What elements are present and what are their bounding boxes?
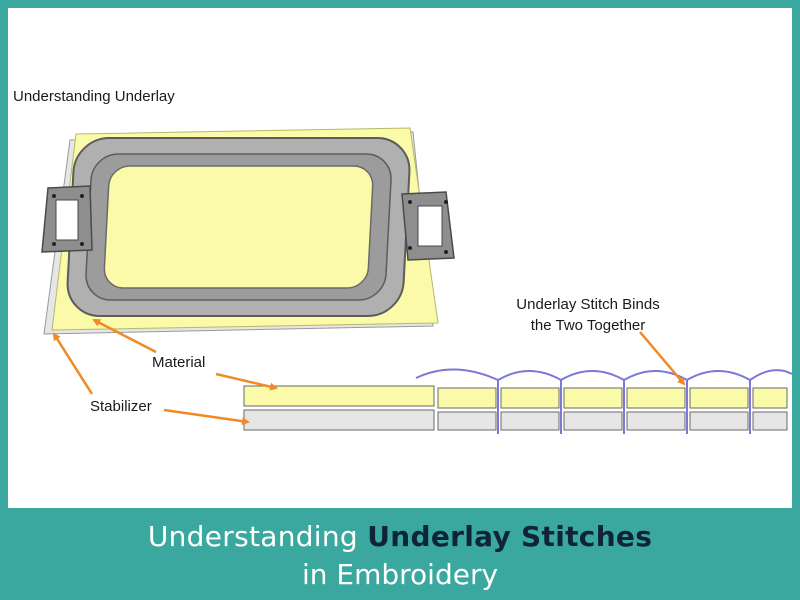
underlay-stitch-thread [415, 368, 792, 434]
diagram-title: Understanding Underlay [13, 88, 175, 105]
title-banner: Understanding Underlay Stitches in Embro… [0, 508, 800, 600]
banner-title-part1: Understanding [147, 520, 368, 553]
material-layer-section [243, 385, 435, 407]
diagram-canvas: Understanding Underlay Material Stabiliz… [8, 8, 792, 508]
hoop-bracket-left [41, 185, 93, 253]
callout-arrows [52, 318, 686, 426]
stitched-segments [437, 387, 788, 431]
hooped-fabric-area [103, 165, 374, 289]
material-label: Material [152, 354, 206, 371]
banner-title-highlight: Underlay Stitches [367, 520, 653, 553]
underlay-callout-line1: Underlay Stitch Binds [516, 296, 660, 313]
banner-title-line2: in Embroidery [301, 558, 499, 591]
stabilizer-layer-section [243, 409, 435, 431]
hoop-bracket-right [401, 191, 455, 261]
stabilizer-label: Stabilizer [90, 398, 152, 415]
banner-title-line1: Understanding Underlay Stitches [0, 520, 800, 553]
underlay-callout-line2: the Two Together [530, 317, 646, 334]
underlay-diagram [41, 127, 792, 434]
underlay-callout: Underlay Stitch Binds the Two Together [478, 294, 698, 336]
